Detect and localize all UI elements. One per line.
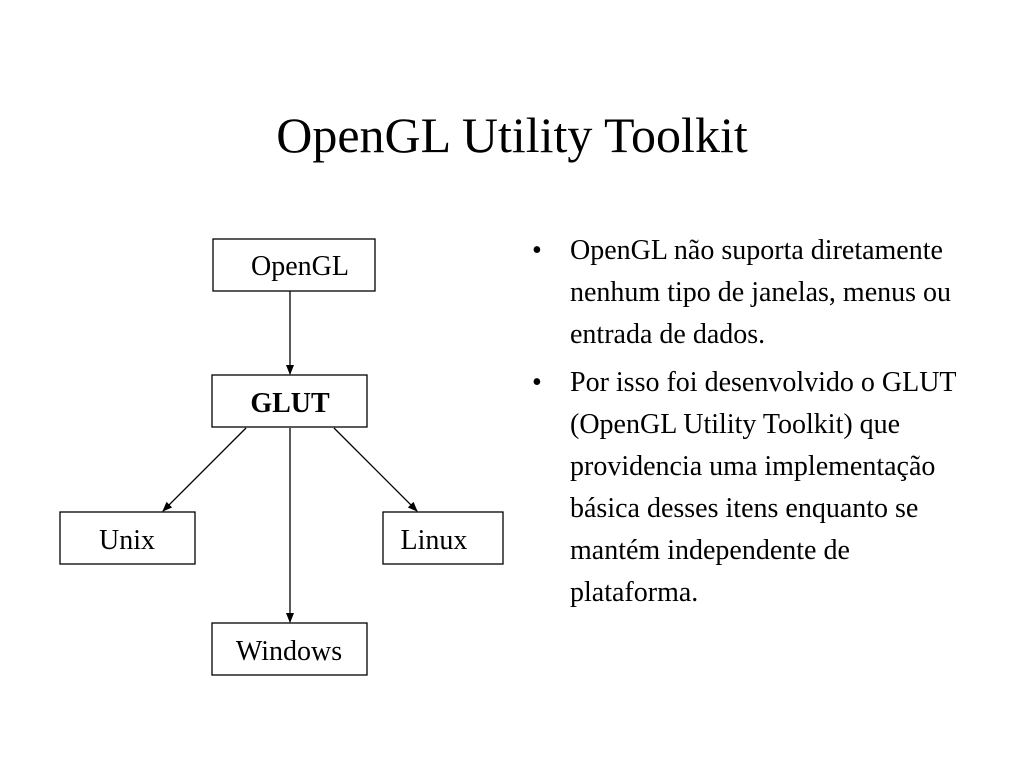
bullet-list: • OpenGL não suporta diretamente nenhum …	[532, 230, 972, 620]
node-windows-box	[211, 622, 368, 676]
bullet-marker: •	[532, 235, 542, 266]
node-unix: Unix	[59, 511, 196, 565]
edge-glut-unix	[162, 427, 247, 512]
node-linux-label: Linux	[401, 525, 468, 556]
node-glut: GLUT	[211, 374, 368, 428]
node-windows-label: Windows	[236, 636, 342, 667]
node-linux: Linux	[382, 511, 504, 565]
bullet-text: Por isso foi desenvolvido o GLUT (OpenGL…	[570, 367, 957, 608]
node-glut-box	[211, 374, 368, 428]
node-opengl-label: OpenGL	[251, 251, 349, 282]
bullet-marker: •	[532, 367, 542, 398]
node-unix-label: Unix	[99, 525, 155, 556]
node-windows: Windows	[211, 622, 368, 676]
node-glut-label: GLUT	[250, 388, 330, 419]
node-opengl: OpenGL	[212, 238, 376, 292]
bullet-item: • Por isso foi desenvolvido o GLUT (Open…	[532, 362, 972, 614]
bullet-text: OpenGL não suporta diretamente nenhum ti…	[570, 235, 952, 350]
node-opengl-box	[212, 238, 376, 292]
slide-title: OpenGL Utility Toolkit	[276, 107, 748, 163]
node-unix-box	[59, 511, 196, 565]
edge-glut-linux	[333, 427, 418, 512]
node-linux-box	[382, 511, 504, 565]
bullet-item: • OpenGL não suporta diretamente nenhum …	[532, 230, 972, 356]
